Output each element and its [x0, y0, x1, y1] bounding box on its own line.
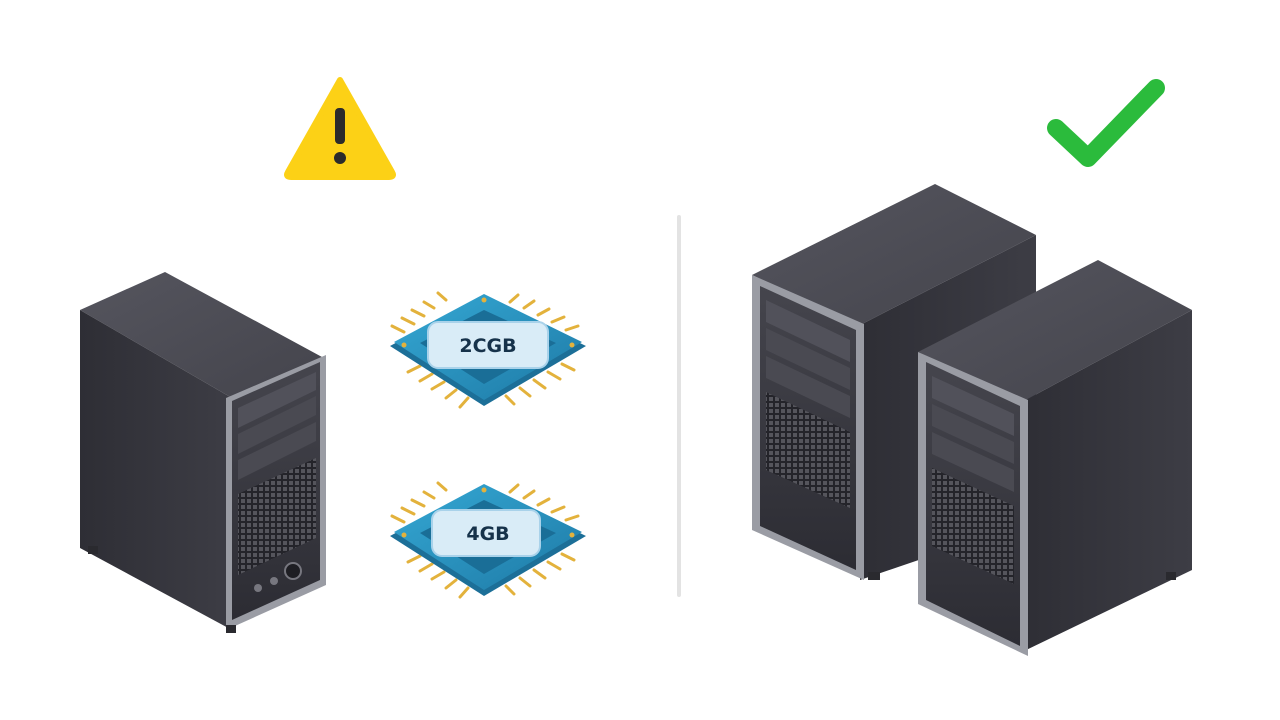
memory-chip-2: 4GB	[390, 481, 586, 599]
panel-divider	[677, 215, 681, 597]
warning-icon	[284, 77, 396, 180]
memory-chip-icon	[390, 291, 586, 409]
right-panel	[752, 79, 1192, 656]
server-tower-front	[918, 260, 1192, 656]
checkmark-icon	[1047, 79, 1165, 167]
memory-chip-1: 2CGB	[390, 291, 586, 409]
memory-chip-icon	[390, 481, 586, 599]
server-tower-single	[80, 272, 326, 633]
memory-chip-1-label: 2CGB	[459, 335, 516, 357]
left-panel: 2CGB	[80, 77, 586, 633]
memory-chip-2-label: 4GB	[466, 523, 509, 545]
